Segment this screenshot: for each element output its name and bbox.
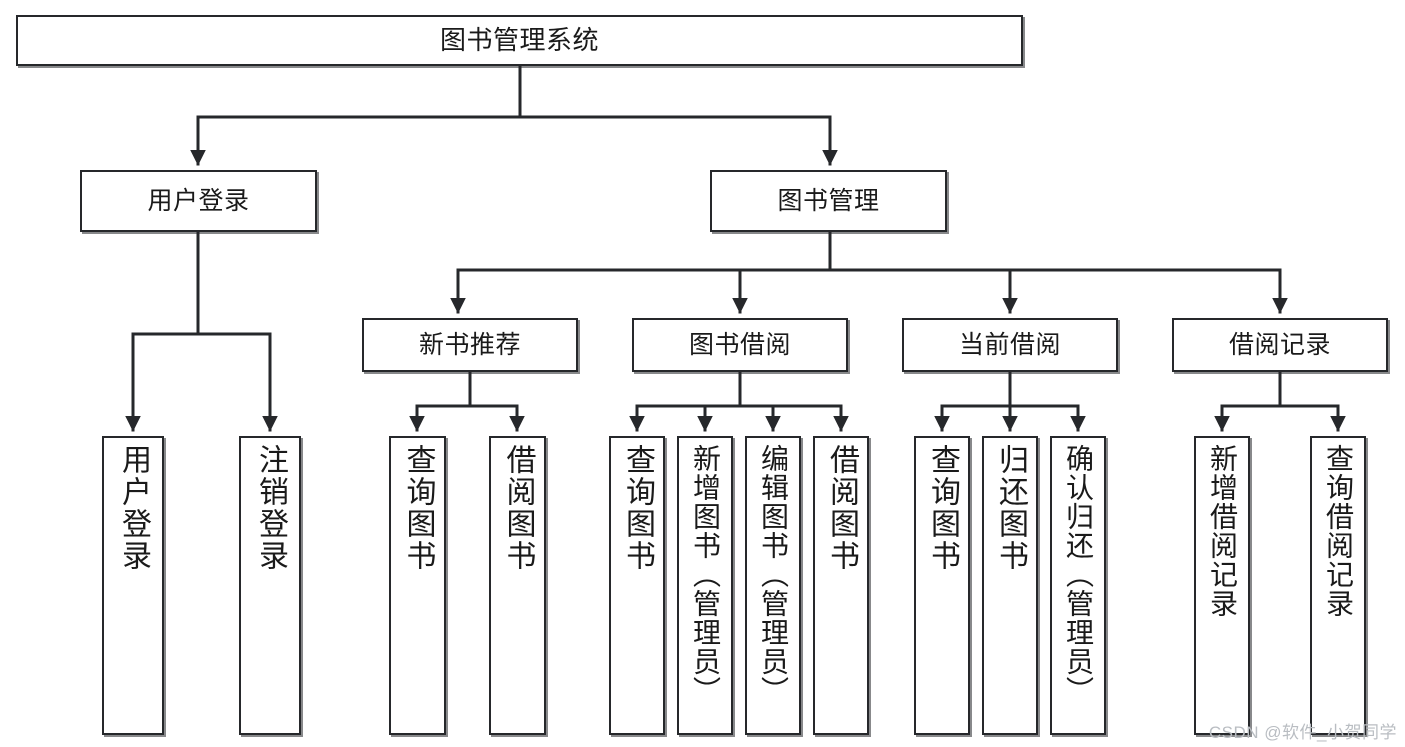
leaf-current-return-book[interactable]: 归还图书 — [982, 436, 1038, 735]
node-user-login-label: 用户登录 — [147, 186, 250, 215]
leaf-current-confirm-return[interactable]: 确认归还（管理员） — [1050, 436, 1106, 735]
leaf-record-query[interactable]: 查询借阅记录 — [1310, 436, 1366, 735]
leaf-newbook-query-book[interactable]: 查询图书 — [389, 436, 446, 735]
leaf-record-query-label: 查询借阅记录 — [1323, 444, 1354, 618]
node-book-management[interactable]: 图书管理 — [710, 170, 947, 232]
leaf-borrow-edit-book[interactable]: 编辑图书（管理员） — [745, 436, 801, 735]
node-new-book-recommend-label: 新书推荐 — [418, 330, 521, 359]
node-book-management-label: 图书管理 — [777, 186, 880, 215]
watermark: CSDN @软件_小贺同学 — [1208, 723, 1397, 742]
leaf-borrow-add-book-label: 新增图书（管理员） — [690, 444, 721, 705]
node-new-book-recommend[interactable]: 新书推荐 — [362, 318, 578, 372]
node-root-label: 图书管理系统 — [439, 25, 599, 56]
leaf-user-logout[interactable]: 注销登录 — [239, 436, 301, 735]
leaf-borrow-borrow-book-label: 借阅图书 — [825, 444, 858, 572]
node-book-borrow-label: 图书借阅 — [688, 330, 791, 359]
leaf-borrow-query-book-label: 查询图书 — [621, 444, 654, 572]
leaf-current-return-book-label: 归还图书 — [994, 444, 1027, 572]
leaf-current-confirm-return-label: 确认归还（管理员） — [1063, 444, 1094, 705]
leaf-user-login-label: 用户登录 — [117, 444, 150, 572]
leaf-current-query-book[interactable]: 查询图书 — [914, 436, 970, 735]
node-root[interactable]: 图书管理系统 — [16, 15, 1023, 66]
leaf-borrow-query-book[interactable]: 查询图书 — [609, 436, 665, 735]
node-user-login[interactable]: 用户登录 — [80, 170, 317, 232]
leaf-newbook-borrow-book-label: 借阅图书 — [501, 444, 535, 572]
leaf-user-logout-label: 注销登录 — [254, 444, 287, 572]
leaf-record-add[interactable]: 新增借阅记录 — [1194, 436, 1250, 735]
leaf-current-query-book-label: 查询图书 — [926, 444, 959, 572]
node-current-borrow[interactable]: 当前借阅 — [902, 318, 1118, 372]
leaf-user-login[interactable]: 用户登录 — [102, 436, 164, 735]
node-borrow-record-label: 借阅记录 — [1228, 330, 1331, 359]
leaf-newbook-query-book-label: 查询图书 — [401, 444, 435, 572]
node-current-borrow-label: 当前借阅 — [958, 330, 1061, 359]
leaf-borrow-edit-book-label: 编辑图书（管理员） — [758, 444, 789, 705]
leaf-borrow-borrow-book[interactable]: 借阅图书 — [813, 436, 869, 735]
leaf-newbook-borrow-book[interactable]: 借阅图书 — [489, 436, 546, 735]
node-borrow-record[interactable]: 借阅记录 — [1172, 318, 1388, 372]
leaf-borrow-add-book[interactable]: 新增图书（管理员） — [677, 436, 733, 735]
node-book-borrow[interactable]: 图书借阅 — [632, 318, 848, 372]
leaf-record-add-label: 新增借阅记录 — [1207, 444, 1238, 618]
